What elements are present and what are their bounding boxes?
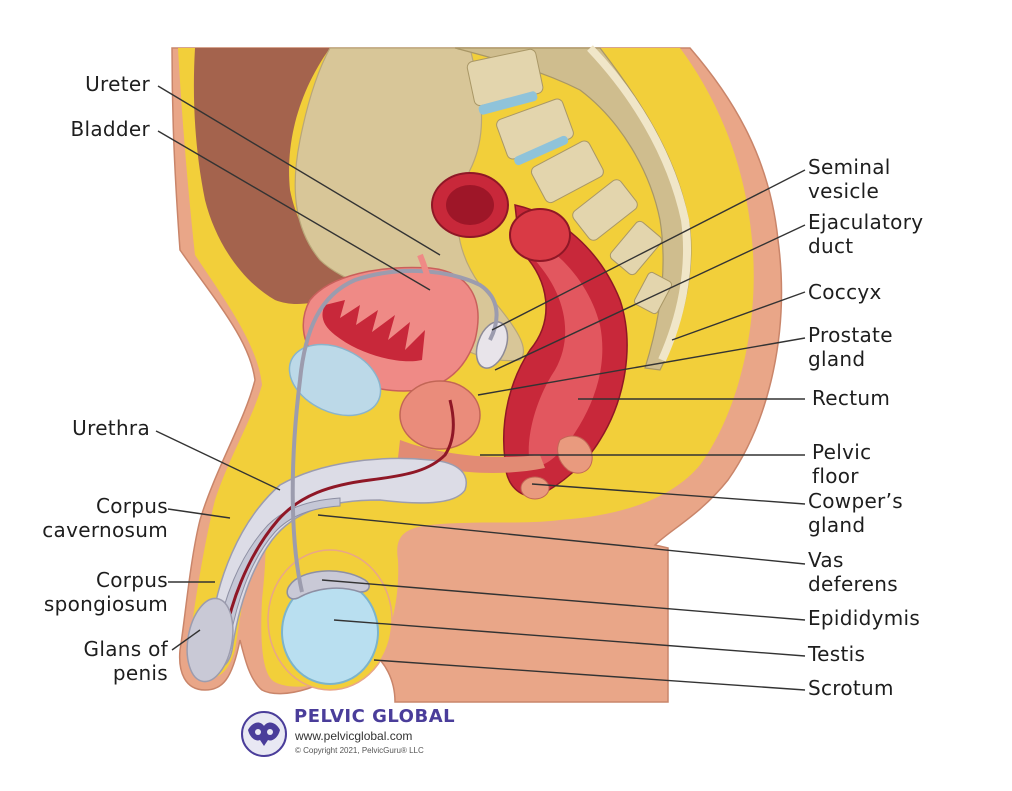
label-ejaculatory-duct: Ejaculatory duct (808, 210, 924, 258)
logo-name: PELVIC GLOBAL (294, 706, 456, 727)
label-coccyx: Coccyx (808, 280, 882, 304)
epididymis-shape (286, 570, 370, 600)
logo-url[interactable]: www.pelvicglobal.com (295, 729, 413, 743)
leader-lines (155, 85, 806, 691)
ureter-shape (417, 253, 434, 301)
leader-coccyx (671, 291, 806, 341)
bladder-rugae (322, 300, 425, 362)
leader-epididymis (321, 579, 806, 621)
label-vas-deferens: Vas deferens (808, 548, 898, 596)
label-corpus-cavernosum: Corpus cavernosum (42, 494, 168, 542)
pubic-symphysis (288, 343, 382, 417)
label-urethra: Urethra (72, 416, 150, 440)
leader-bladder (157, 130, 431, 291)
vas-deferens-shape (290, 268, 499, 593)
leader-vas-deferens (317, 514, 806, 565)
label-rectum: Rectum (812, 386, 891, 410)
penis-body (209, 457, 467, 669)
label-prostate-gland: Prostate gland (808, 323, 893, 371)
urethra-line (220, 399, 455, 656)
prostate-shape (399, 380, 481, 450)
leader-testis (333, 619, 806, 657)
leader-scrotum (373, 659, 806, 691)
label-seminal-vesicle: Seminal vesicle (808, 155, 891, 203)
leader-cowpers-gland (531, 483, 806, 505)
leader-glans (171, 629, 201, 651)
label-cowpers-gland: Cowper’s gland (808, 489, 903, 537)
leader-ejaculatory-duct (494, 224, 806, 371)
rectum-lumen (525, 235, 603, 467)
label-testis: Testis (808, 642, 866, 666)
cowpers-gland-shape (520, 476, 550, 500)
colon-lumen (446, 185, 494, 225)
seminal-vesicle-shape (475, 321, 509, 369)
logo-copyright: © Copyright 2021, PelvicGuru® LLC (295, 746, 424, 755)
glans-shape (186, 597, 234, 683)
colon-ring-2 (509, 208, 571, 262)
label-ureter: Ureter (85, 72, 150, 96)
label-bladder: Bladder (70, 117, 150, 141)
abdominal-cavity (193, 48, 360, 305)
leader-ureter (157, 85, 441, 256)
pelvic-global-logo: PELVIC GLOBAL www.pelvicglobal.com © Cop… (238, 706, 498, 766)
leader-prostate (477, 337, 806, 396)
leader-urethra (155, 430, 281, 491)
spinal-canal (587, 45, 691, 362)
leader-corpus-cavernosum (167, 508, 231, 519)
label-epididymis: Epididymis (808, 606, 921, 630)
label-corpus-spongiosum: Corpus spongiosum (43, 568, 168, 616)
label-glans-of-penis: Glans of penis (83, 637, 168, 685)
label-scrotum: Scrotum (808, 676, 894, 700)
leader-seminal-vesicle (491, 169, 806, 331)
pelvis-logo-icon (241, 711, 287, 757)
label-pelvic-floor: Pelvic floor (812, 440, 872, 488)
intervertebral-discs (478, 91, 569, 166)
